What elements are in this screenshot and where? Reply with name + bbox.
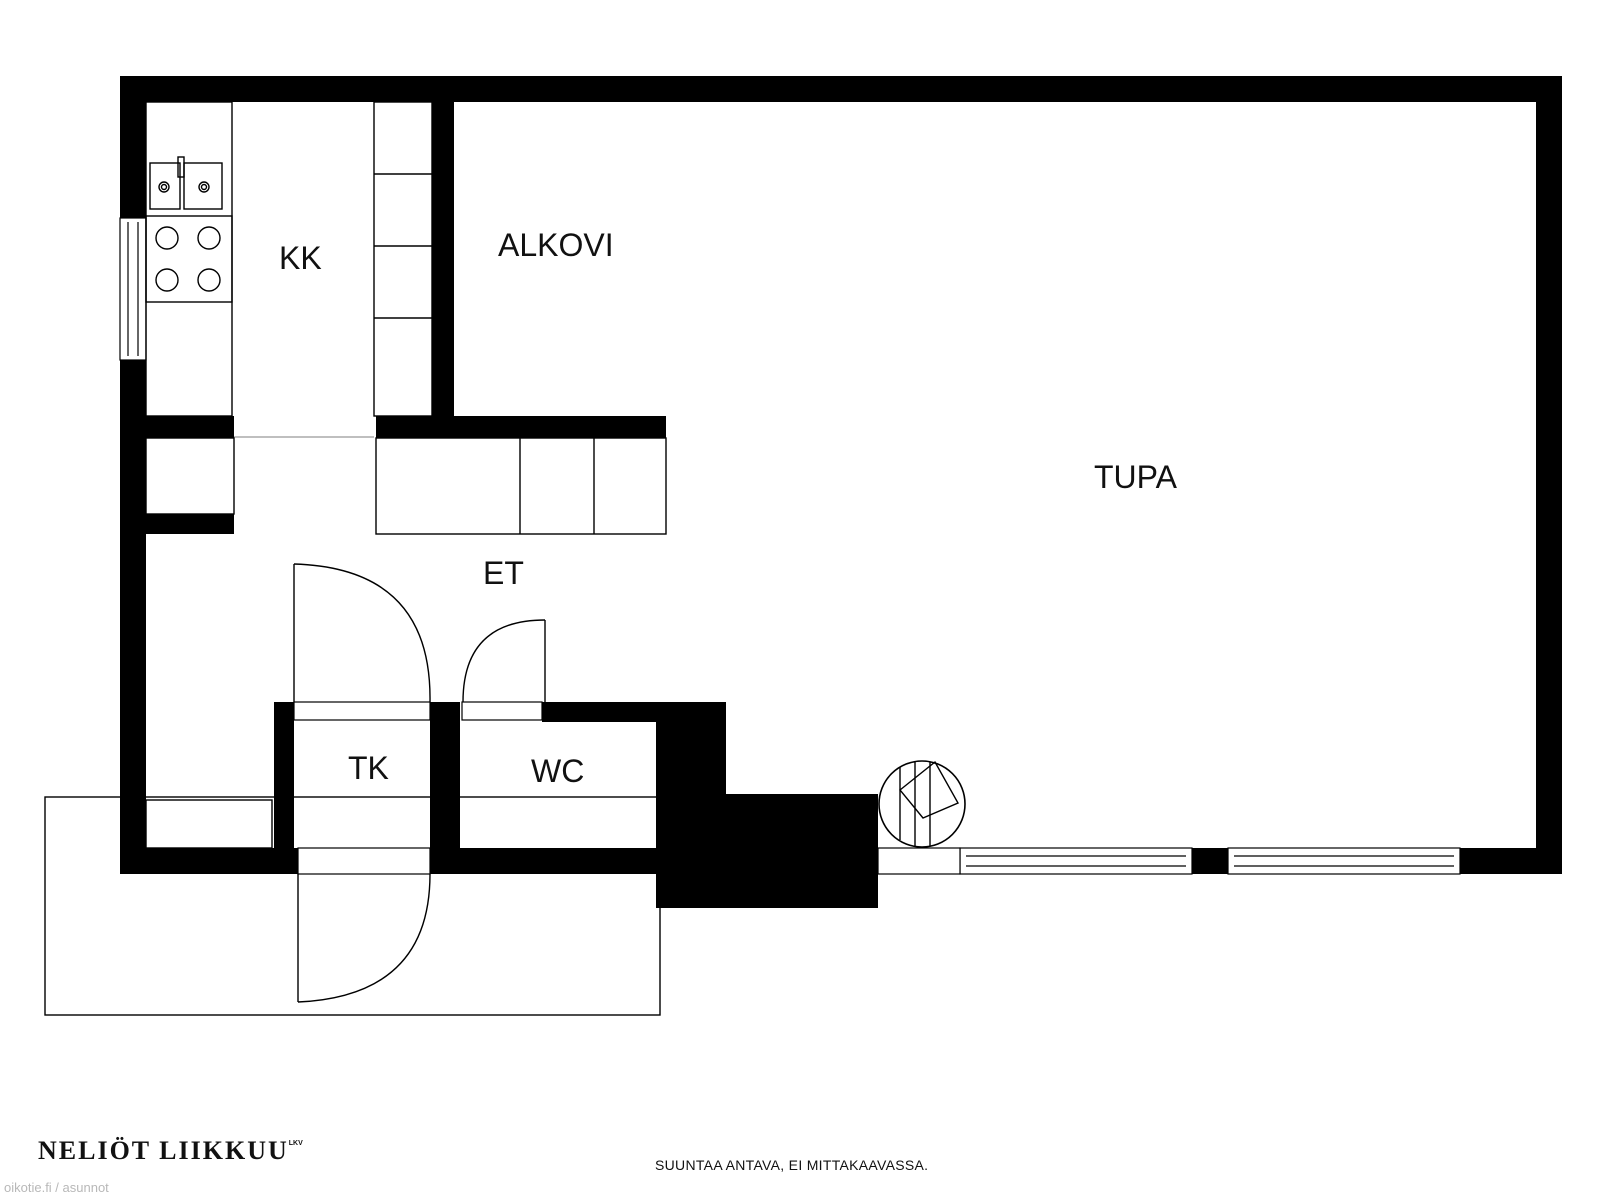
interior-walls bbox=[120, 76, 726, 874]
source-watermark: oikotie.fi / asunnot bbox=[4, 1180, 109, 1195]
brand-mark: LKV bbox=[288, 1140, 303, 1147]
fireplace-icon bbox=[878, 760, 966, 848]
entrance-landing bbox=[44, 796, 661, 1016]
brand-logo: NELIÖT LIIKKUULKV bbox=[38, 1136, 303, 1166]
door-swings bbox=[293, 563, 546, 1003]
room-label-tk: TK bbox=[348, 750, 389, 786]
stove-burner bbox=[155, 226, 179, 250]
wardrobes bbox=[145, 101, 667, 849]
scale-disclaimer: SUUNTAA ANTAVA, EI MITTAKAAVASSA. bbox=[655, 1157, 929, 1173]
room-label-alkovi: ALKOVI bbox=[498, 227, 614, 263]
brand-name: NELIÖT LIIKKUU bbox=[38, 1136, 289, 1165]
room-label-wc: WC bbox=[531, 753, 584, 789]
exterior-walls bbox=[120, 76, 1562, 874]
kitchen-fixtures bbox=[145, 101, 374, 438]
room-label-tupa: TUPA bbox=[1094, 459, 1178, 495]
windows bbox=[119, 217, 1461, 875]
door-openings bbox=[293, 701, 543, 875]
room-label-kk: KK bbox=[279, 240, 322, 276]
sink bbox=[149, 162, 181, 210]
room-label-et: ET bbox=[483, 555, 524, 591]
